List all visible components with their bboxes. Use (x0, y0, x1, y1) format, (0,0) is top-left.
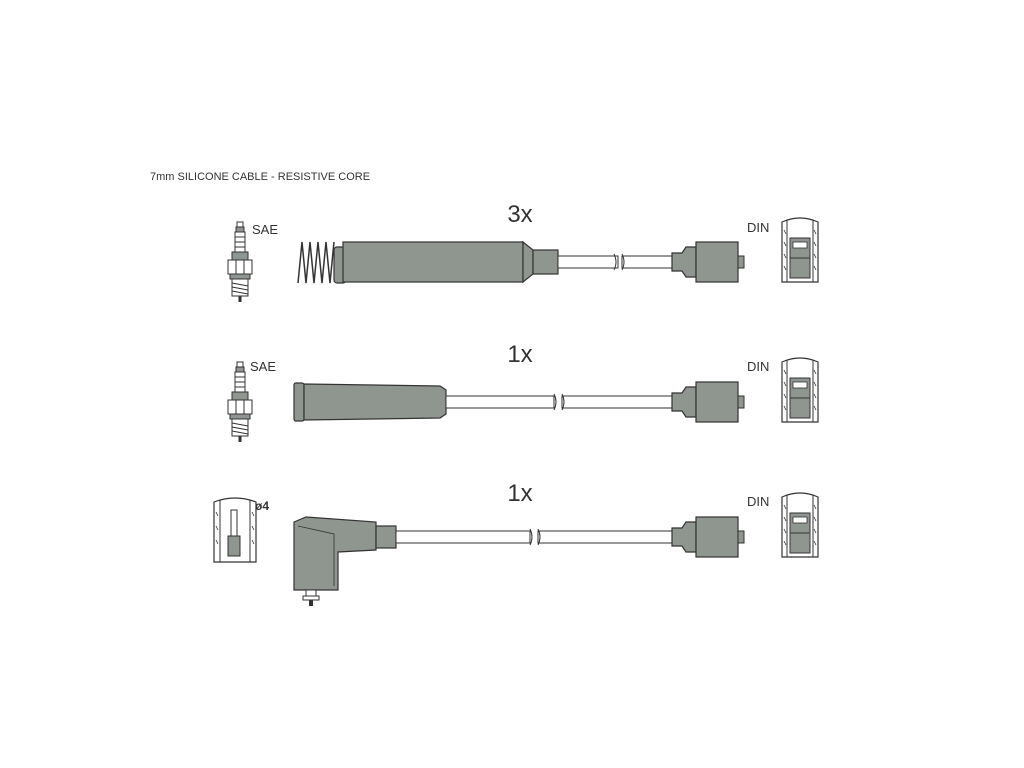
din-coil-terminal-icon (781, 217, 819, 283)
coil-boot-icon (671, 381, 745, 423)
coil-boot-icon (671, 516, 745, 558)
quantity-label: 3x (507, 201, 532, 228)
pin-terminal-icon (213, 497, 257, 563)
angled-boot-icon (293, 516, 397, 606)
cable-lead (557, 253, 673, 271)
spark-plug-icon (227, 221, 253, 303)
quantity-label: 1x (507, 480, 532, 507)
right-connector-label: DIN (747, 359, 769, 374)
spark-plug-icon (227, 361, 253, 443)
coil-boot-icon (671, 241, 745, 283)
cable-spec-caption: 7mm SILICONE CABLE - RESISTIVE CORE (150, 171, 370, 183)
cable-row-3: 1x ø4 DIN (213, 480, 819, 606)
straight-boot-with-spring-icon (297, 240, 559, 284)
din-coil-terminal-icon (781, 357, 819, 423)
left-connector-label: SAE (252, 222, 278, 237)
din-coil-terminal-icon (781, 492, 819, 558)
right-connector-label: DIN (747, 494, 769, 509)
left-connector-label: SAE (250, 359, 276, 374)
cable-lead (445, 393, 673, 411)
left-connector-label: ø4 (255, 499, 269, 513)
cable-row-2: 1x SAE DIN (227, 341, 819, 443)
cable-row-1: 3x SAE DIN (227, 201, 819, 303)
quantity-label: 1x (507, 341, 532, 368)
cable-lead (395, 528, 673, 546)
straight-boot-icon (293, 382, 447, 422)
right-connector-label: DIN (747, 220, 769, 235)
